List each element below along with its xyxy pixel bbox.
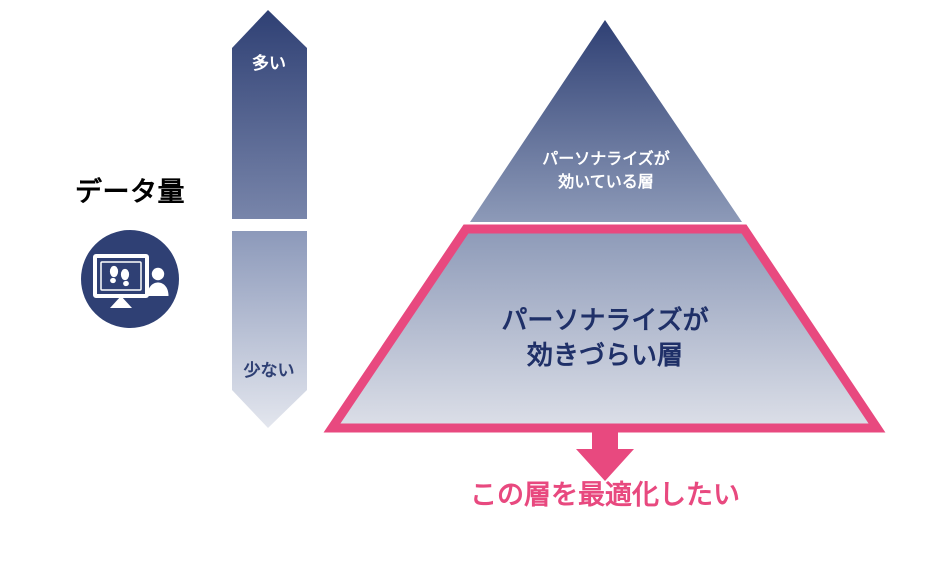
- scale-bar-lower-segment: [232, 231, 307, 428]
- pyramid-top-tier-label: パーソナライズが 効いている層: [486, 148, 726, 194]
- pyramid-bottom-tier-label-line2: 効きづらい層: [526, 340, 683, 371]
- scale-bar-upper-segment: [232, 10, 307, 219]
- legend-block: データ量: [40, 177, 220, 328]
- scale-label-low: 少ない: [243, 361, 295, 380]
- pyramid-top-tier[interactable]: [470, 20, 742, 222]
- legend-icon-wrap: [40, 229, 220, 328]
- scale-label-high: 多い: [252, 54, 286, 73]
- callout-text: この層を最適化したい: [470, 480, 740, 510]
- pyramid-top-tier-label-line2: 効いている層: [558, 174, 654, 192]
- pyramid-bottom-tier[interactable]: [323, 224, 886, 433]
- callout-arrow-icon: [576, 432, 634, 481]
- pyramid-bottom-tier-label-line1: パーソナライズが: [501, 305, 709, 335]
- monitor-footprints-person-icon: [81, 229, 179, 328]
- legend-title: データ量: [75, 177, 185, 207]
- pyramid-bottom-tier-label: パーソナライズが 効きづらい層: [455, 303, 755, 373]
- pyramid-top-tier-label-line1: パーソナライズが: [542, 151, 670, 168]
